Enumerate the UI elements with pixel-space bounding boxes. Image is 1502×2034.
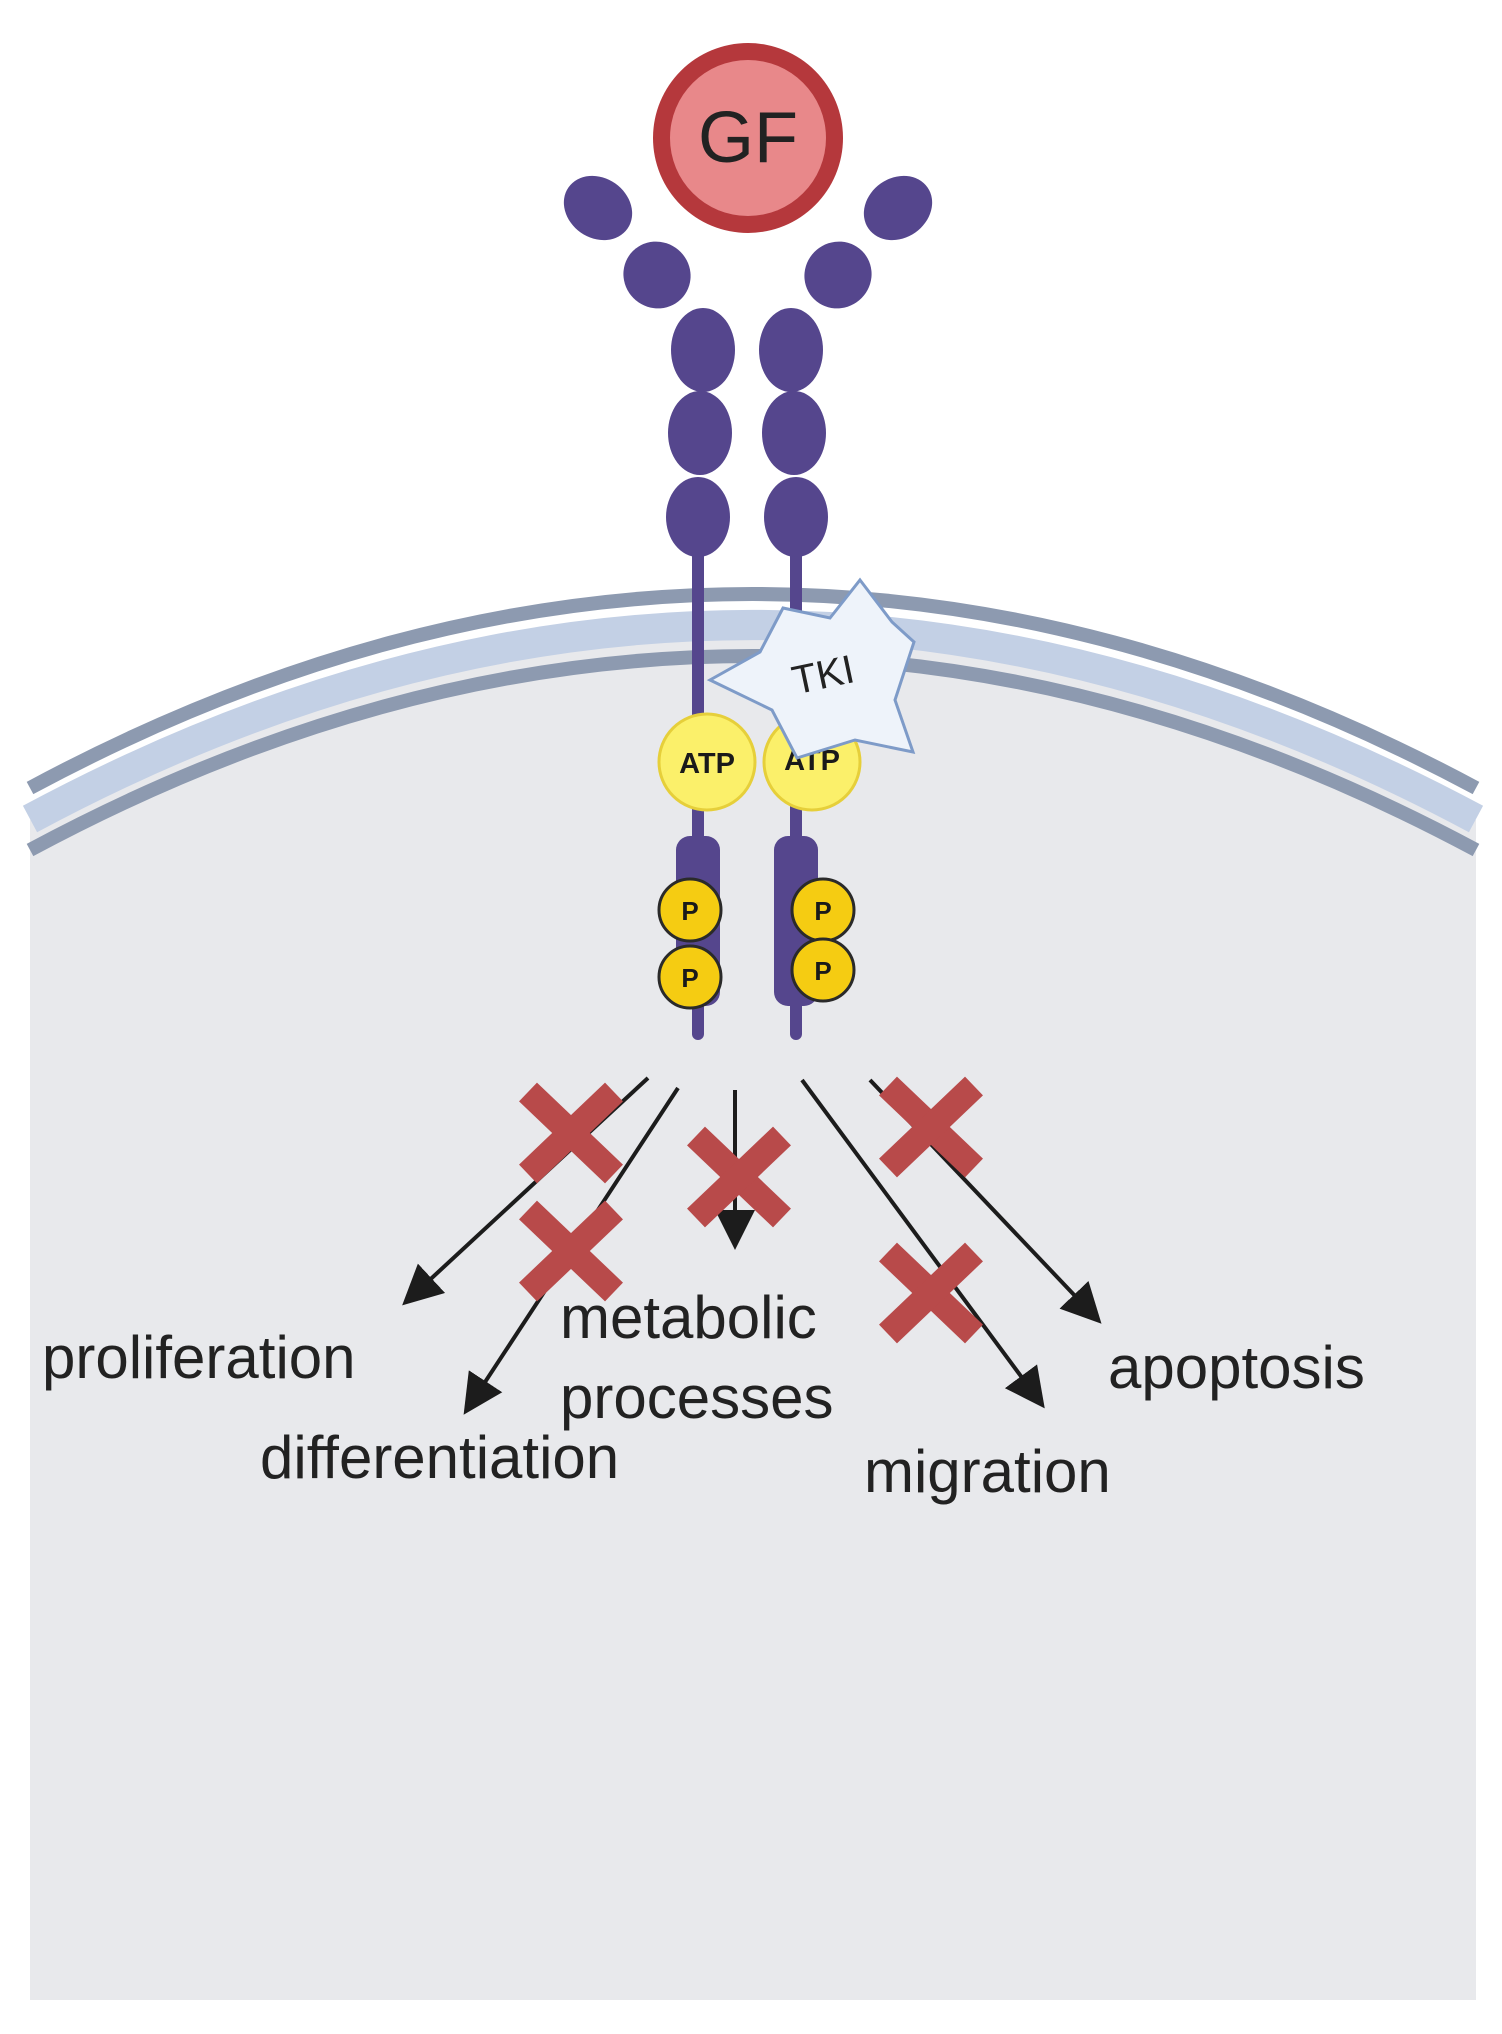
- label-metabolic-line2: processes: [560, 1364, 833, 1431]
- cytoplasm: [30, 630, 1476, 2000]
- label-migration: migration: [864, 1438, 1111, 1505]
- label-apoptosis: apoptosis: [1108, 1334, 1365, 1401]
- phosphate-left-bottom: P: [657, 944, 723, 1010]
- svg-text:P: P: [814, 956, 831, 986]
- block-cross-icon-5: [879, 1242, 983, 1344]
- block-cross-icon-2: [519, 1200, 623, 1302]
- growth-factor-label: GF: [698, 98, 798, 178]
- label-differentiation: differentiation: [260, 1424, 619, 1491]
- block-cross-icon-3: [687, 1126, 791, 1228]
- growth-factor: GF: [653, 43, 843, 233]
- atp-left: ATP: [657, 712, 757, 812]
- svg-text:P: P: [814, 896, 831, 926]
- svg-text:P: P: [681, 963, 698, 993]
- tki-inhibitor: TKI: [706, 577, 916, 760]
- block-crosses: [519, 1076, 983, 1344]
- arrow-migration: [800, 1078, 1045, 1409]
- atp-left-label: ATP: [679, 748, 735, 780]
- phosphate-right-bottom: P: [790, 937, 856, 1003]
- block-cross-icon-1: [519, 1082, 623, 1184]
- label-metabolic-line1: metabolic: [560, 1284, 817, 1351]
- label-proliferation: proliferation: [42, 1324, 356, 1391]
- phosphate-left-top: P: [657, 877, 723, 943]
- svg-text:P: P: [681, 896, 698, 926]
- phosphate-right-top: P: [790, 877, 856, 943]
- block-cross-icon-4: [879, 1076, 983, 1178]
